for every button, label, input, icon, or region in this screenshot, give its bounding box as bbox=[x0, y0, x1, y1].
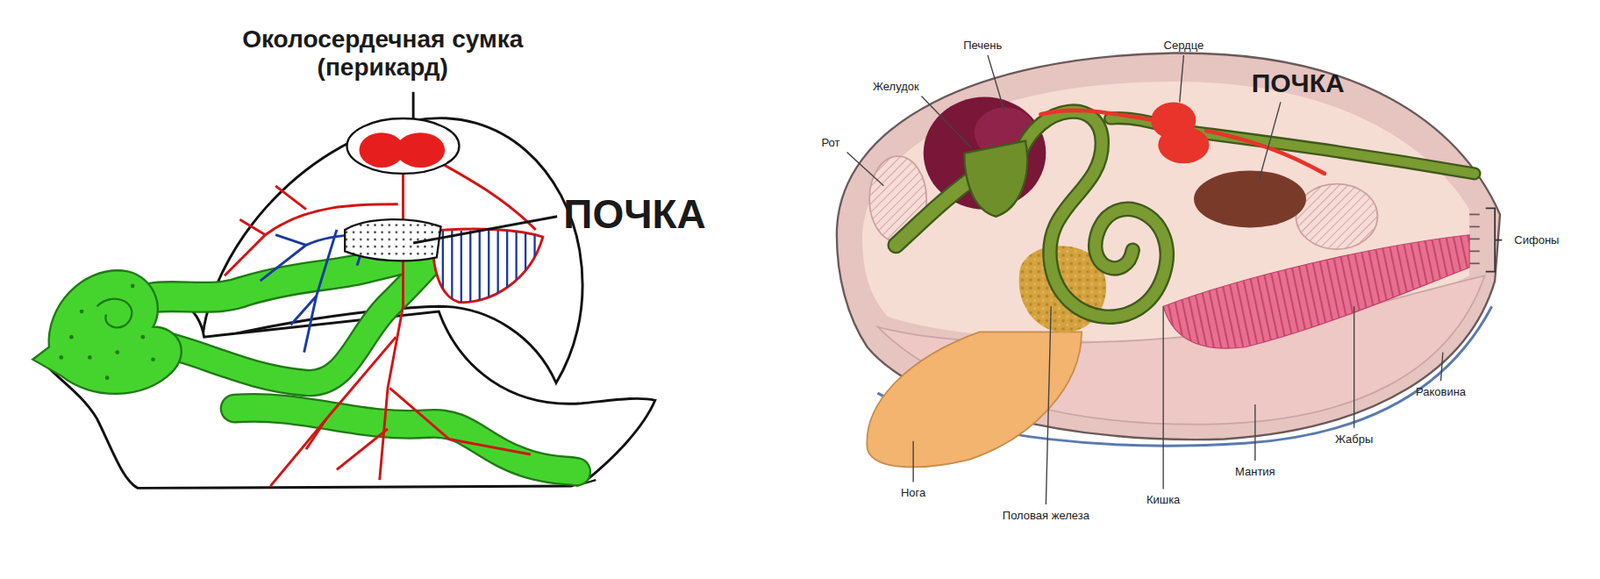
snail-gill-lamella bbox=[506, 230, 508, 307]
leader-line bbox=[921, 95, 972, 148]
part-label: Раковина bbox=[1415, 385, 1466, 400]
leader-line bbox=[1441, 352, 1443, 382]
part-label: Печень bbox=[963, 39, 1002, 53]
digestive-texture bbox=[150, 357, 156, 362]
digestive-gland bbox=[97, 299, 133, 329]
artery bbox=[336, 428, 388, 471]
artery bbox=[389, 387, 531, 455]
digestive-tract bbox=[235, 407, 578, 472]
snail-gill-lamella bbox=[533, 230, 536, 307]
part-label: ПОЧКА bbox=[1251, 68, 1345, 100]
digestive-texture bbox=[105, 375, 110, 380]
siphon-fringe bbox=[1469, 226, 1480, 229]
vein bbox=[304, 229, 337, 353]
bivalve-intestine bbox=[895, 173, 979, 245]
part-label: Половая железа bbox=[1002, 508, 1090, 522]
digestive-texture bbox=[141, 335, 146, 340]
leader-line bbox=[1179, 55, 1185, 103]
digestive-texture bbox=[114, 350, 120, 355]
snail-gill-lamella bbox=[478, 230, 481, 307]
siphon-fringe bbox=[1469, 214, 1480, 216]
part-label: Жабры bbox=[1335, 432, 1373, 446]
snail-heart bbox=[395, 132, 445, 168]
siphon-fringe bbox=[1469, 250, 1480, 252]
leader-line bbox=[987, 55, 1005, 111]
leader-line bbox=[1045, 306, 1051, 505]
snail-gill-lamella bbox=[442, 230, 536, 307]
bivalve-intestine bbox=[895, 111, 1475, 317]
artery bbox=[270, 336, 396, 486]
digestive-texture bbox=[87, 355, 93, 360]
vein bbox=[291, 296, 317, 326]
digestive-texture bbox=[58, 284, 155, 380]
leader-line bbox=[847, 55, 1443, 505]
leader-line bbox=[912, 441, 914, 483]
snail-gill-lamella bbox=[524, 230, 527, 307]
leader-line bbox=[847, 151, 885, 186]
bivalve-vessel bbox=[1206, 130, 1325, 174]
snail-gill-lamella bbox=[442, 230, 444, 307]
leader-line bbox=[1254, 404, 1256, 461]
digestive-texture bbox=[69, 335, 74, 340]
part-label: ПОЧКА bbox=[563, 191, 706, 238]
digestive-gland bbox=[32, 270, 182, 394]
leader-line bbox=[1353, 306, 1355, 429]
bivalve-heart bbox=[1157, 126, 1209, 164]
snail-figure bbox=[32, 92, 656, 489]
bivalve-kidney bbox=[1193, 170, 1307, 228]
artery bbox=[275, 185, 307, 210]
bivalve-intestine bbox=[1020, 111, 1167, 317]
bivalve-vessel bbox=[1041, 110, 1159, 122]
digestive-texture bbox=[130, 284, 136, 289]
bivalve-figure bbox=[836, 52, 1502, 505]
part-label: Сифоны bbox=[1514, 233, 1559, 247]
artery bbox=[239, 219, 265, 235]
part-label: Рот bbox=[821, 135, 840, 150]
leader-line bbox=[1162, 306, 1164, 489]
siphon-fringe bbox=[1469, 262, 1480, 265]
leader-line bbox=[413, 216, 558, 243]
snail-gill-lamella bbox=[469, 230, 472, 307]
structure-title: Околосердечная сумка (перикард) bbox=[215, 24, 550, 81]
leader-line bbox=[1258, 101, 1280, 179]
part-label: Мантия bbox=[1235, 464, 1276, 479]
snail-gill-lamella bbox=[514, 230, 517, 307]
bracket bbox=[1485, 207, 1503, 272]
snail-gill-lamella bbox=[460, 230, 463, 307]
bivalve-intestine bbox=[1020, 111, 1167, 317]
digestive-texture bbox=[79, 309, 85, 315]
digestive-texture bbox=[58, 355, 64, 360]
digestive-tract bbox=[235, 407, 578, 472]
artery bbox=[428, 156, 536, 230]
leader-line bbox=[412, 92, 415, 119]
vein bbox=[275, 235, 307, 246]
bivalve-gill bbox=[1163, 235, 1470, 349]
artery bbox=[224, 156, 536, 486]
part-label: Кишка bbox=[1146, 493, 1180, 508]
bivalve-stomach bbox=[964, 141, 1028, 217]
snail-gill-lamella bbox=[450, 230, 453, 307]
part-label: Сердце bbox=[1164, 39, 1205, 53]
siphon-fringe bbox=[1469, 214, 1480, 264]
artery bbox=[306, 418, 327, 450]
pericardium bbox=[347, 118, 460, 174]
digestive-tract bbox=[152, 263, 429, 383]
part-label: Желудок bbox=[872, 79, 920, 93]
part-label: Нога bbox=[900, 486, 926, 500]
snail-gill-lamella bbox=[497, 230, 500, 307]
adductor-muscle bbox=[1295, 184, 1378, 250]
siphon-fringe bbox=[1469, 238, 1480, 241]
snail-gill-lamella bbox=[487, 230, 490, 307]
bivalve-intestine bbox=[895, 173, 979, 245]
